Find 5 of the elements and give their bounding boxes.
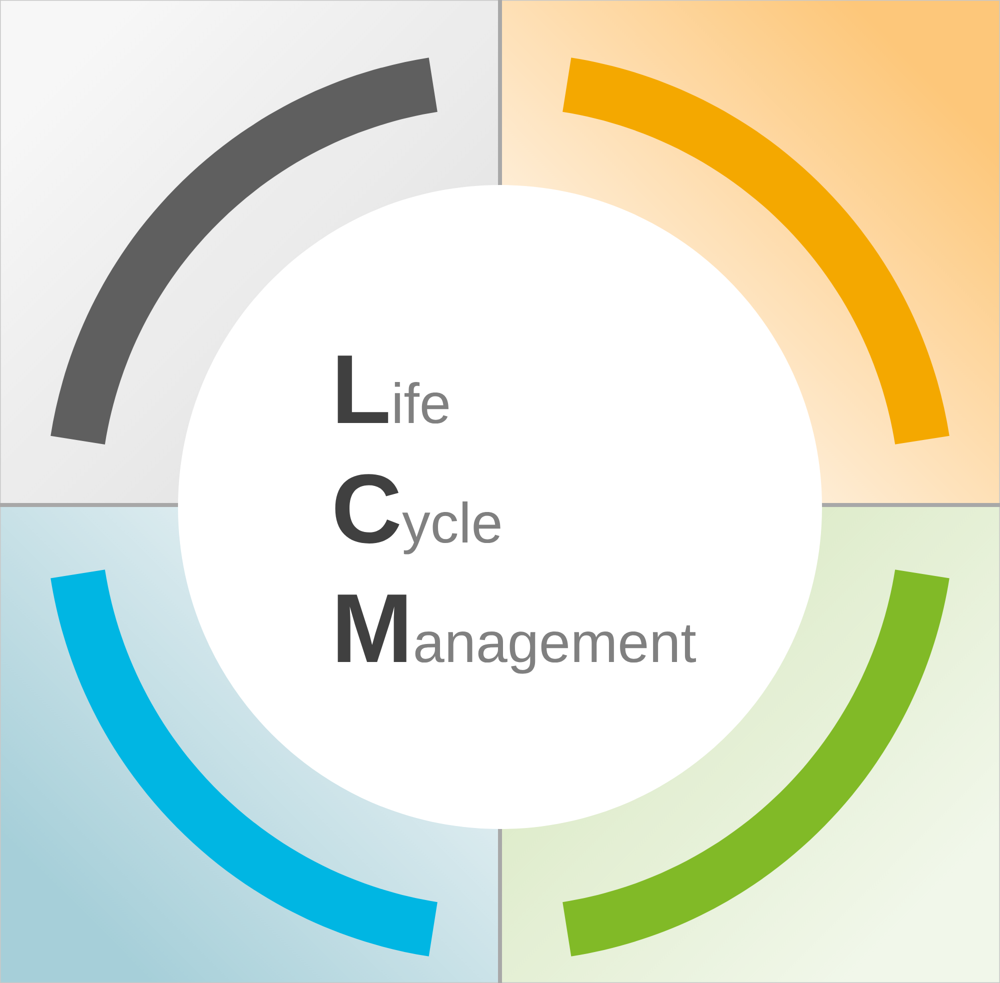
arc-segment <box>562 58 950 444</box>
acronym-word: Management <box>338 594 696 674</box>
acronym-word: Cycle <box>335 474 500 554</box>
acronym-word: Life <box>338 356 448 424</box>
center-circle <box>178 185 822 829</box>
